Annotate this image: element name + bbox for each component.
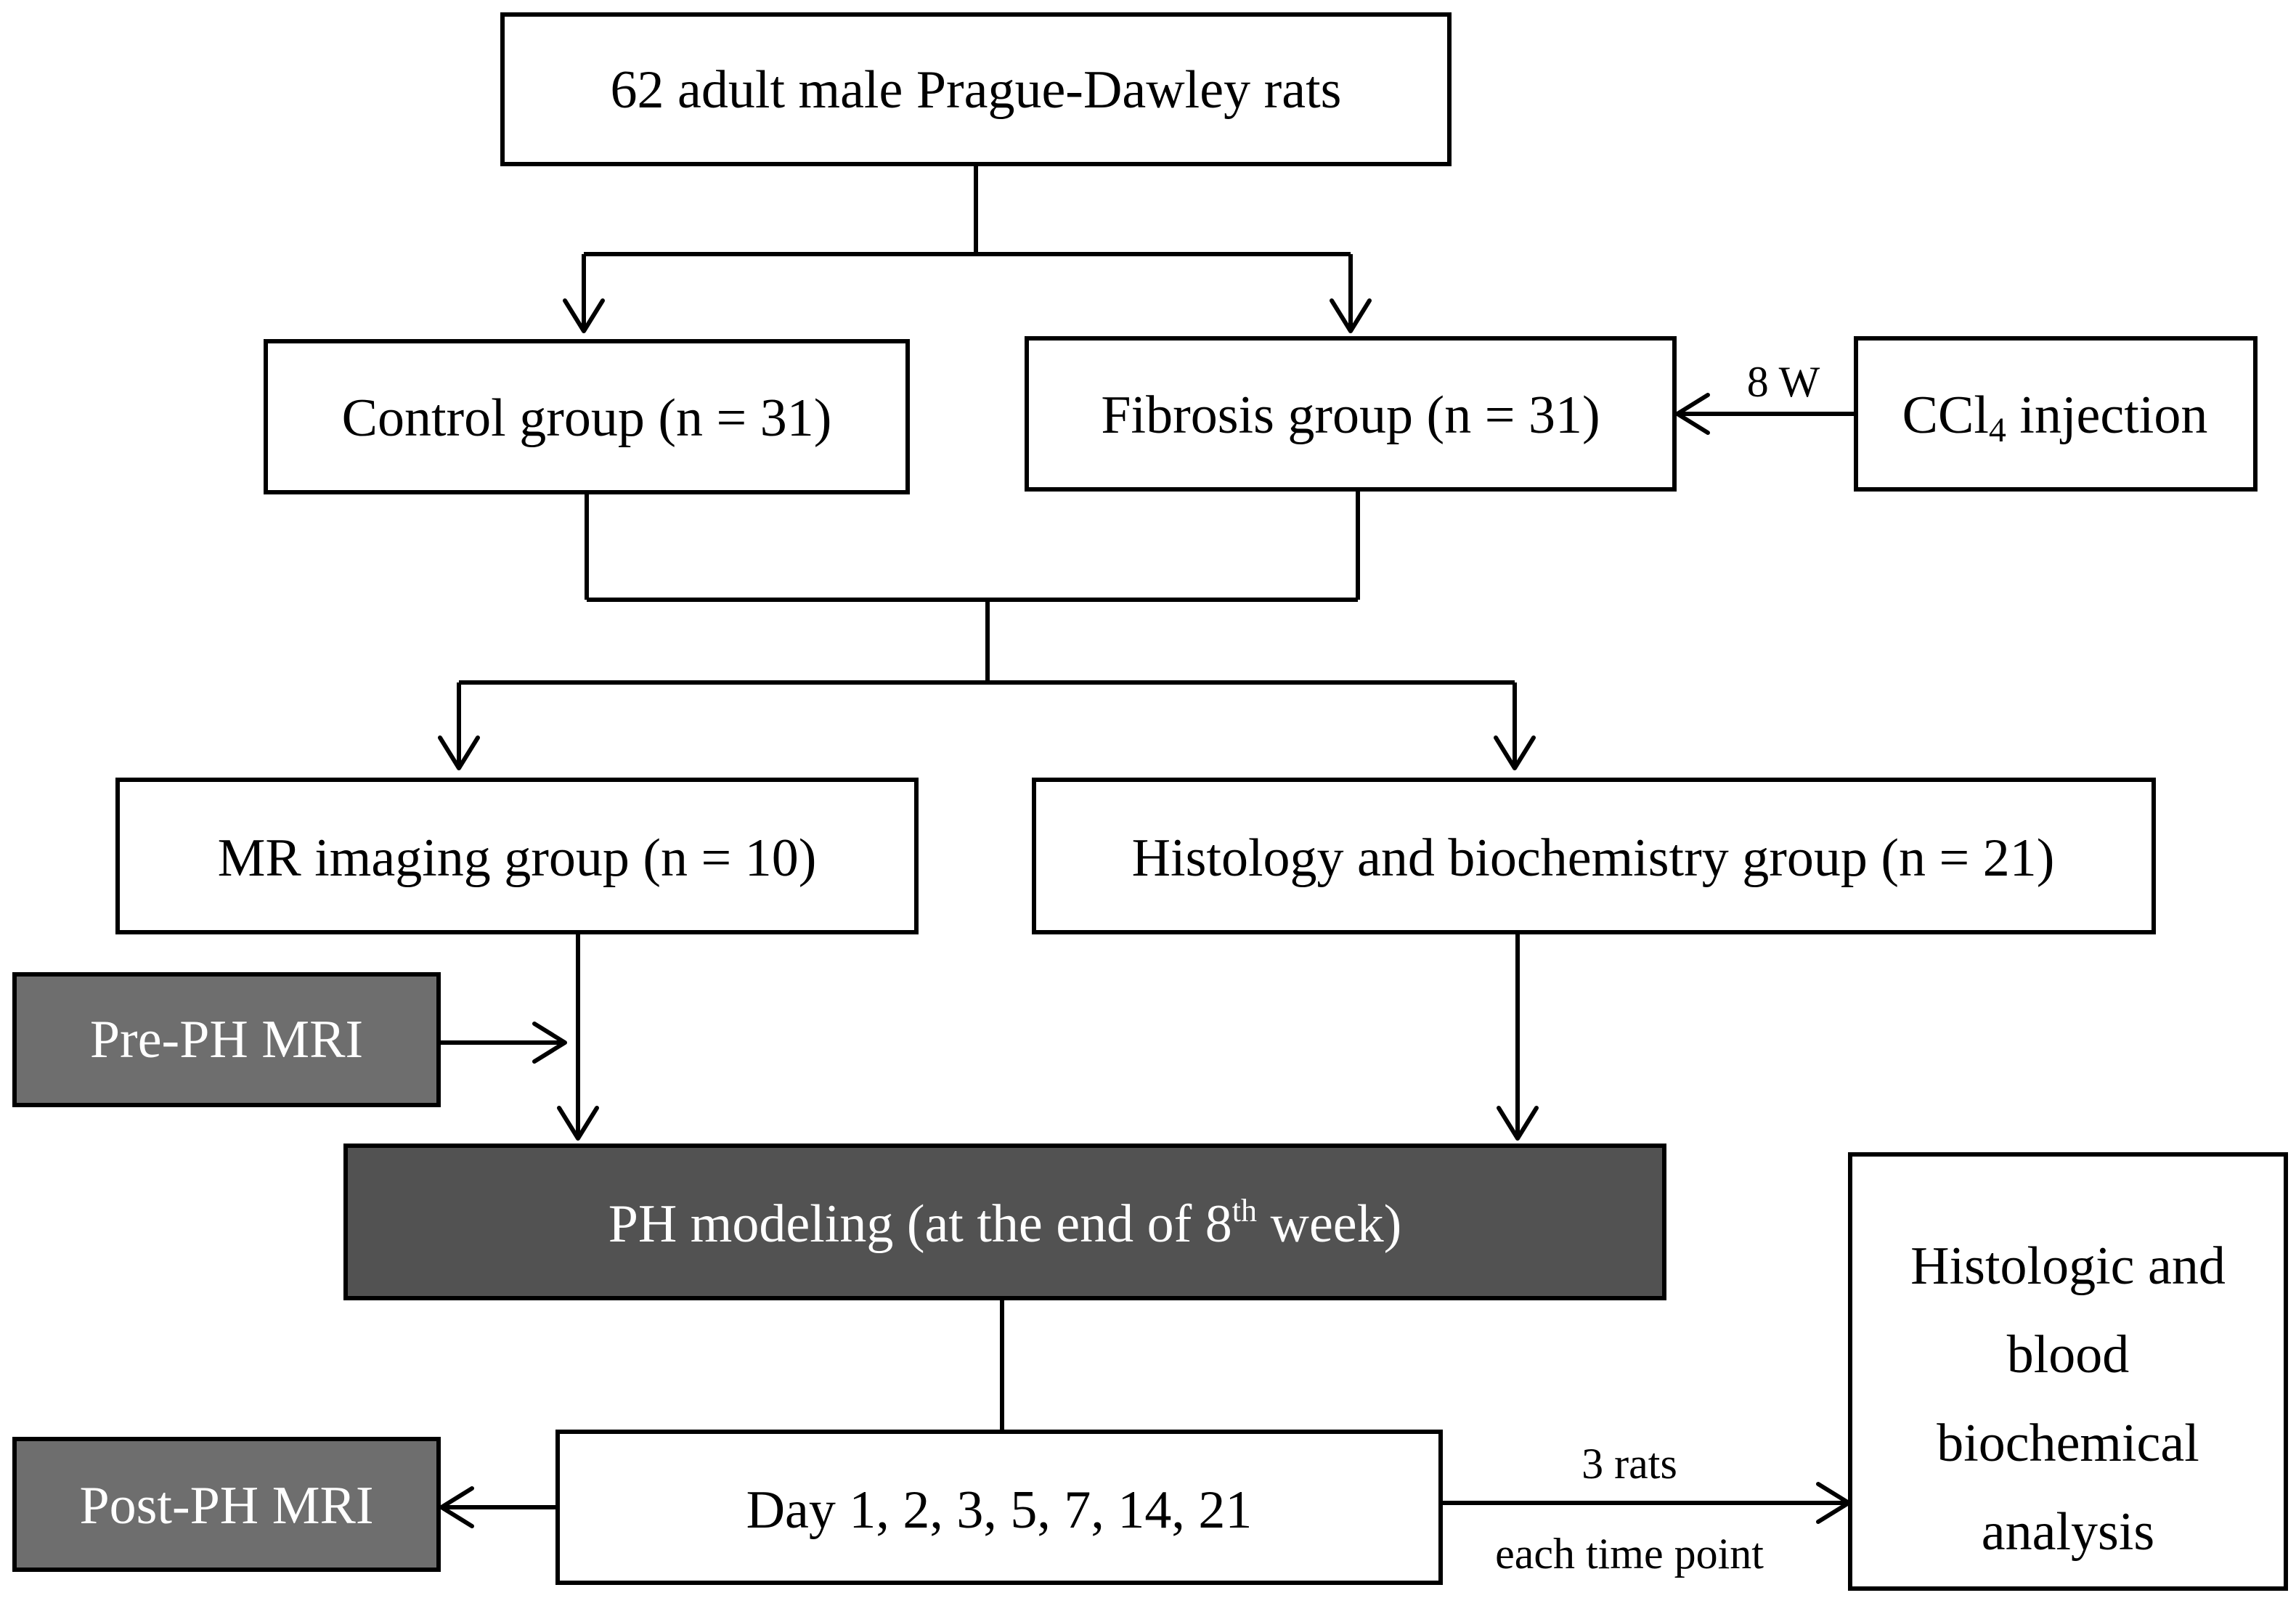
duration-label: 8 W bbox=[1747, 358, 1820, 406]
arrow-days-to-analysis: 3 rats each time point bbox=[1441, 1440, 1851, 1578]
analysis-label-line-2: blood bbox=[2007, 1325, 2130, 1385]
rats-per-timepoint-top: 3 rats bbox=[1581, 1440, 1677, 1488]
control-group-box: Control group (n = 31) bbox=[264, 339, 910, 494]
arrow-ccl4-to-fibrosis: 8 W bbox=[1675, 358, 1856, 435]
post-ph-mri-label: Post-PH MRI bbox=[79, 1476, 373, 1536]
arrowhead-control bbox=[563, 298, 605, 333]
arrowhead-ccl4 bbox=[1675, 393, 1710, 435]
days-box: Day 1, 2, 3, 5, 7, 14, 21 bbox=[555, 1430, 1443, 1585]
pre-ph-mri-box: Pre-PH MRI bbox=[12, 972, 441, 1107]
arrowhead-mr-imaging bbox=[438, 735, 480, 770]
ccl4-injection-box: CCl4 injection bbox=[1854, 336, 2258, 492]
arrowhead-fibrosis bbox=[1330, 298, 1372, 333]
arrowhead-mr-to-modeling bbox=[557, 1106, 599, 1141]
arrow-days-to-post-ph-mri bbox=[439, 1486, 558, 1528]
mr-imaging-group-label: MR imaging group (n = 10) bbox=[218, 828, 817, 888]
arrowhead-post-ph-mri bbox=[439, 1486, 474, 1528]
control-group-label: Control group (n = 31) bbox=[342, 388, 832, 448]
rats-per-timepoint-bottom: each time point bbox=[1495, 1530, 1764, 1578]
pre-ph-mri-label: Pre-PH MRI bbox=[90, 1010, 363, 1069]
arrow-pre-ph-mri bbox=[439, 1022, 567, 1064]
arrows-to-ph-modeling bbox=[557, 932, 1539, 1141]
mr-imaging-group-box: MR imaging group (n = 10) bbox=[115, 778, 919, 934]
ccl4-injection-label: CCl4 injection bbox=[1902, 386, 2208, 449]
ph-modeling-box: PH modeling (at the end of 8th week) bbox=[343, 1144, 1666, 1300]
connector-rats-to-groups bbox=[563, 164, 1372, 333]
ph-modeling-label: PH modeling (at the end of 8th week) bbox=[608, 1193, 1402, 1254]
fibrosis-group-label: Fibrosis group (n = 31) bbox=[1101, 386, 1600, 445]
rats-box-label: 62 adult male Prague-Dawley rats bbox=[611, 60, 1342, 120]
fibrosis-group-box: Fibrosis group (n = 31) bbox=[1025, 336, 1677, 492]
arrowhead-histology-group bbox=[1494, 735, 1536, 770]
connector-groups-to-subgroups bbox=[438, 489, 1536, 770]
arrowhead-histology-to-modeling bbox=[1497, 1106, 1539, 1141]
post-ph-mri-box: Post-PH MRI bbox=[12, 1437, 441, 1572]
analysis-label-line-3: biochemical bbox=[1937, 1414, 2199, 1473]
analysis-box: Histologic and blood biochemical analysi… bbox=[1848, 1152, 2288, 1591]
days-label: Day 1, 2, 3, 5, 7, 14, 21 bbox=[746, 1480, 1253, 1540]
rats-box: 62 adult male Prague-Dawley rats bbox=[500, 12, 1452, 166]
histology-group-box: Histology and biochemistry group (n = 21… bbox=[1032, 778, 2156, 934]
arrowhead-pre-ph-mri bbox=[532, 1022, 567, 1064]
analysis-label-line-4: analysis bbox=[1982, 1502, 2154, 1562]
histology-group-label: Histology and biochemistry group (n = 21… bbox=[1132, 828, 2055, 888]
analysis-label-line-1: Histologic and bbox=[1910, 1236, 2226, 1296]
